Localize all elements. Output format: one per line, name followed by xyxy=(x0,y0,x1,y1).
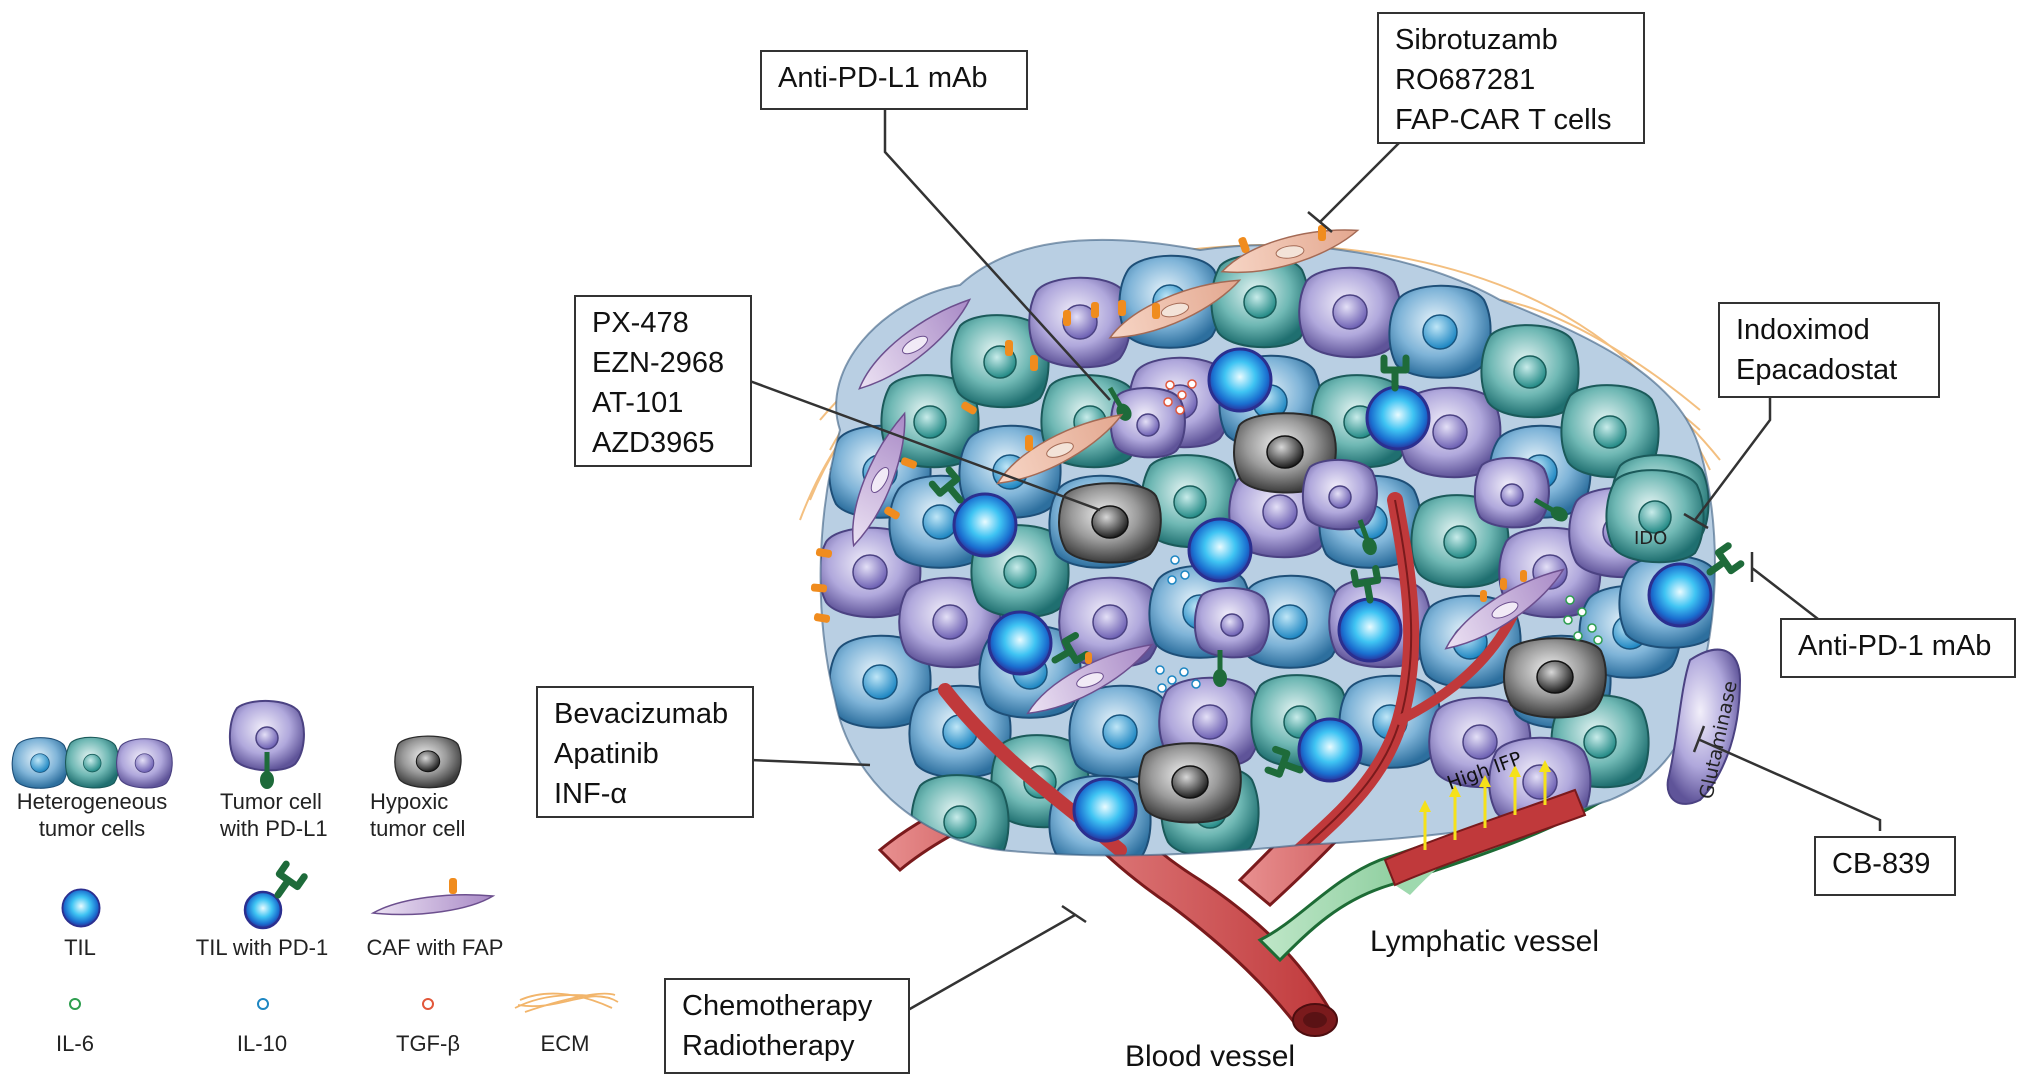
callout-hypoxia: PX-478 EZN-2968 AT-101 AZD3965 xyxy=(574,295,752,467)
callout-anti-pd-l1: Anti-PD-L1 mAb xyxy=(760,50,1028,110)
lymphatic-vessel-label: Lymphatic vessel xyxy=(1370,925,1599,958)
legend-til-pd1-label: TIL with PD-1 xyxy=(195,935,329,960)
legend-heterogeneous-icon xyxy=(11,736,173,789)
callout-ido: Indoximod Epacadostat xyxy=(1718,302,1940,398)
callout-line: Sibrotuzamb xyxy=(1395,24,1558,56)
legend-til-pd1-icon xyxy=(243,864,304,930)
callout-chemo-radio: Chemotherapy Radiotherapy xyxy=(664,978,910,1074)
callout-angiogenesis: Bevacizumab Apatinib INF-α xyxy=(536,686,754,818)
hypoxic-cell xyxy=(1138,742,1242,824)
callout-anti-pd-1: Anti-PD-1 mAb xyxy=(1780,618,2016,678)
legend-pd-l1-label: Tumor cell with PD-L1 xyxy=(220,788,360,842)
legend-pd-l1-icon xyxy=(228,699,305,789)
legend-tgfb-label: TGF-β xyxy=(396,1031,460,1056)
callout-fap-targeting: Sibrotuzamb RO687281 FAP-CAR T cells xyxy=(1377,12,1645,144)
legend-caf-label: CAF with FAP xyxy=(366,935,504,960)
callout-line: AZD3965 xyxy=(592,427,715,459)
hypoxic-cell xyxy=(1503,637,1607,719)
hypoxic-cell xyxy=(1058,482,1162,564)
cytokine-cluster-tgfb xyxy=(1163,379,1197,415)
legend-hypoxic-label: Hypoxic tumor cell xyxy=(370,788,500,842)
callout-line: CB-839 xyxy=(1832,848,1931,880)
callout-line: Indoximod xyxy=(1736,314,1870,346)
legend-line: Tumor cell xyxy=(220,789,322,814)
cytokine-cluster-il10 xyxy=(1155,555,1201,693)
callout-line: Anti-PD-1 mAb xyxy=(1798,630,1992,662)
legend-heterogeneous-label: Heterogeneous tumor cells xyxy=(2,788,182,842)
ido-cell: IDO xyxy=(1605,469,1705,564)
callout-line: EZN-2968 xyxy=(592,347,725,379)
callout-glutaminase: CB-839 xyxy=(1814,836,1956,896)
legend-icons xyxy=(11,699,619,1013)
callout-line: Chemotherapy xyxy=(682,990,873,1022)
callout-line: FAP-CAR T cells xyxy=(1395,104,1612,136)
tumor-mass xyxy=(820,239,1715,856)
legend-il6-icon xyxy=(69,998,81,1010)
legend-ecm-icon xyxy=(514,992,619,1013)
callout-line: INF-α xyxy=(554,778,628,810)
callout-line: Epacadostat xyxy=(1736,354,1898,386)
cytokine-cluster-il6 xyxy=(1563,595,1603,645)
fap-markers xyxy=(810,225,1326,623)
legend-il10-icon xyxy=(257,998,269,1010)
legend-line: tumor cells xyxy=(38,816,146,841)
callout-line: Radiotherapy xyxy=(682,1030,855,1062)
blood-vessel-label: Blood vessel xyxy=(1125,1040,1296,1073)
legend-til-label: TIL xyxy=(64,935,96,960)
callout-line: RO687281 xyxy=(1395,64,1536,96)
legend-line: Heterogeneous xyxy=(16,789,168,814)
legend-caf-icon xyxy=(370,878,496,916)
callout-line: PX-478 xyxy=(592,307,689,339)
callout-connectors xyxy=(746,109,1895,1012)
ido-label: IDO xyxy=(1634,528,1667,549)
legend-line: Hypoxic xyxy=(370,789,449,814)
legend-hypoxic-icon xyxy=(394,735,462,789)
legend-line: tumor cell xyxy=(370,816,466,841)
til-edge xyxy=(1647,562,1713,628)
callout-line: Apatinib xyxy=(554,738,659,770)
legend-il10-label: IL-10 xyxy=(236,1031,288,1056)
callout-line: Anti-PD-L1 mAb xyxy=(778,62,988,94)
legend-line: with PD-L1 xyxy=(220,816,328,841)
callout-line: AT-101 xyxy=(592,387,684,419)
legend-tgfb-icon xyxy=(422,998,434,1010)
legend-il6-label: IL-6 xyxy=(56,1031,94,1056)
legend-til-icon xyxy=(61,888,101,928)
legend-ecm-label: ECM xyxy=(540,1031,590,1056)
callout-line: Bevacizumab xyxy=(554,698,729,730)
